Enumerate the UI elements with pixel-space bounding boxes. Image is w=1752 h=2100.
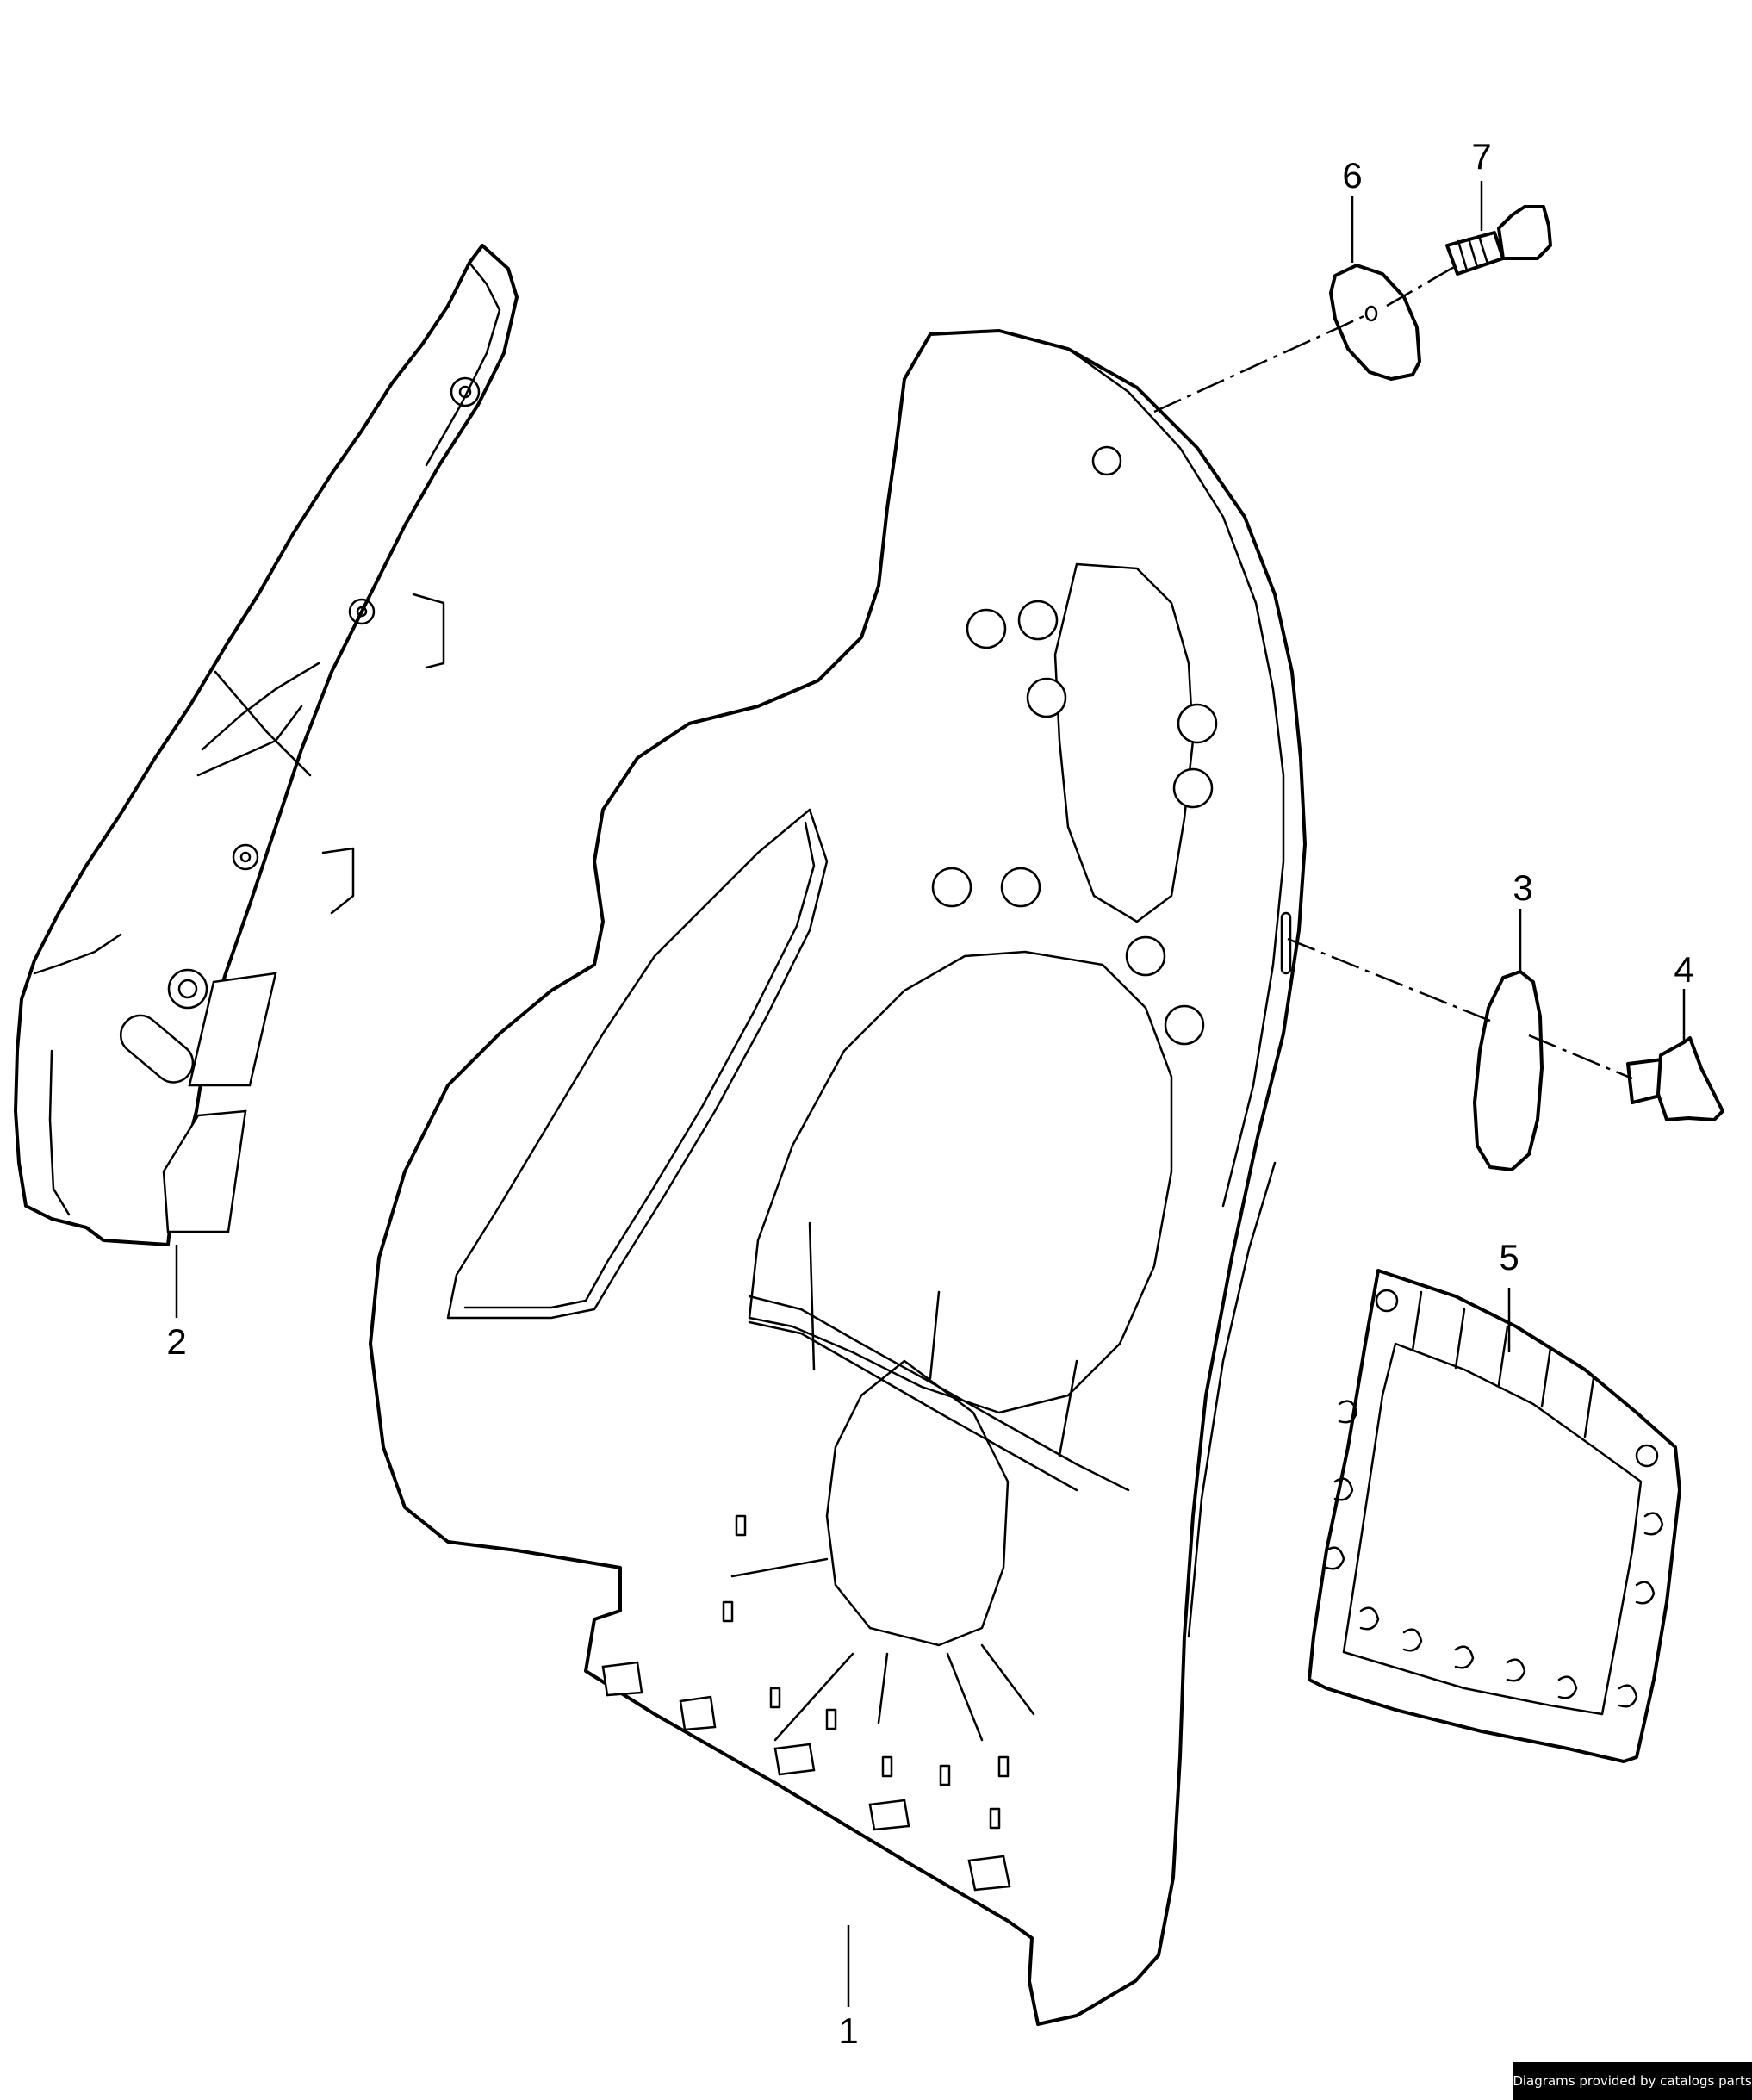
callout-5: 5	[1499, 1237, 1519, 1277]
part-1-backrest-shell: 1	[369, 329, 1307, 2051]
callout-7: 7	[1471, 136, 1491, 177]
part-4-plug: 4	[1626, 949, 1724, 1121]
callout-2: 2	[166, 1321, 186, 1362]
part-7-screw: 7	[1445, 136, 1552, 276]
part-2-side-panel: 2	[14, 244, 519, 1362]
callout-3: 3	[1513, 867, 1532, 908]
callout-1: 1	[838, 2010, 858, 2051]
shell-studs	[931, 445, 1218, 1046]
credit-banner: Diagrams provided by catalogs parts	[1513, 2062, 1752, 2100]
shell-bottom-clips	[601, 1661, 1011, 1892]
part-6-washer: 6	[1329, 155, 1421, 381]
callout-6: 6	[1342, 155, 1362, 196]
shell-slots	[722, 1514, 1010, 1830]
frame-clips	[1325, 1289, 1664, 1708]
part-3-cap: 3	[1473, 867, 1544, 1171]
callout-4: 4	[1674, 949, 1693, 990]
part-5-frame-insert: 5	[1308, 1237, 1681, 1763]
assembly-lines	[1153, 265, 1633, 1080]
